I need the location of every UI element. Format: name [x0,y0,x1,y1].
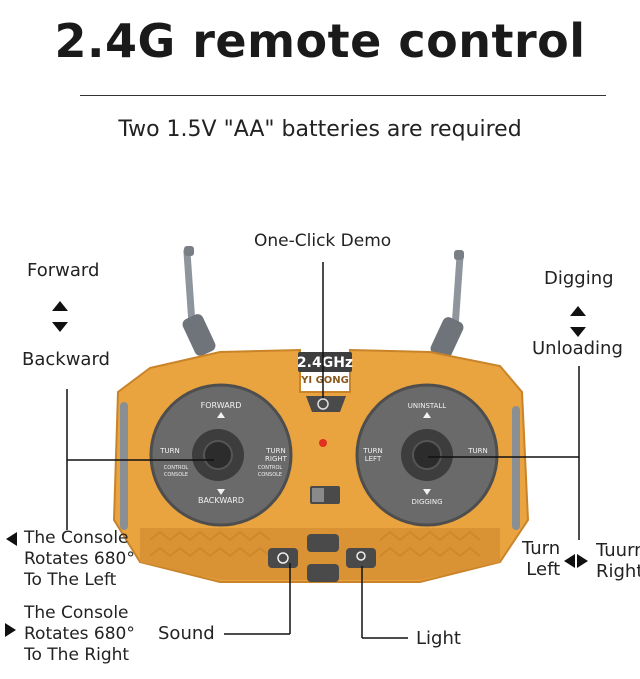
left-dial: FORWARD BACKWARD TURN CONTROL CONSOLE TU… [149,383,293,527]
svg-text:TURN: TURN [159,447,180,455]
svg-text:DIGGING: DIGGING [411,498,442,506]
digging-label: Digging [544,268,614,289]
left-antenna [182,246,216,356]
frequency-badge: 2.4GHz YI GONG [297,352,353,386]
turn-left-label: Turn Left [522,538,561,580]
light-button[interactable] [346,548,376,568]
sound-button[interactable] [268,548,298,568]
brand-text: YI GONG [300,375,349,386]
title-divider [80,95,606,96]
svg-text:TURN: TURN [467,447,488,455]
page-subtitle: Two 1.5V "AA" batteries are required [118,117,522,142]
power-led [319,439,327,447]
forward-label: Forward [27,260,100,281]
callout-lines [66,262,580,639]
center-bottom-button[interactable] [307,564,339,582]
backward-label: Backward [22,349,110,370]
svg-text:LEFT: LEFT [365,455,382,463]
svg-text:RIGHT: RIGHT [265,455,288,463]
svg-text:TURN: TURN [362,447,383,455]
demo-label: One-Click Demo [254,231,392,251]
svg-text:CONTROL: CONTROL [258,465,283,471]
svg-text:UNINSTALL: UNINSTALL [408,402,447,410]
light-label: Light [416,628,461,649]
svg-text:CONSOLE: CONSOLE [164,472,188,478]
right-antenna [430,250,464,359]
page-title: 2.4G remote control [54,14,586,68]
arrow-right-icon [577,554,588,568]
right-dial: UNINSTALL DIGGING TURN LEFT TURN [355,383,499,527]
demo-button[interactable] [306,396,346,412]
svg-text:CONSOLE: CONSOLE [258,472,282,478]
arrow-down-icon [570,327,586,337]
unloading-label: Unloading [532,338,623,359]
arrow-up-icon [570,306,586,316]
svg-text:FORWARD: FORWARD [201,401,242,410]
console-right-label: The Console Rotates 680° To The Right [24,603,135,665]
sound-label: Sound [158,623,215,644]
arrow-left-icon [6,532,17,546]
svg-text:CONTROL: CONTROL [164,465,189,471]
console-left-label: The Console Rotates 680° To The Left [24,528,135,590]
svg-text:BACKWARD: BACKWARD [198,496,244,505]
arrow-right-icon [5,623,16,637]
center-top-button[interactable] [307,534,339,552]
svg-text:TURN: TURN [265,447,286,455]
arrow-left-icon [564,554,575,568]
arrow-down-icon [52,322,68,332]
turn-right-label: Tuurn Right [596,540,640,582]
badge-text: 2.4GHz [297,355,353,371]
power-switch[interactable] [310,486,340,504]
arrow-up-icon [52,301,68,311]
